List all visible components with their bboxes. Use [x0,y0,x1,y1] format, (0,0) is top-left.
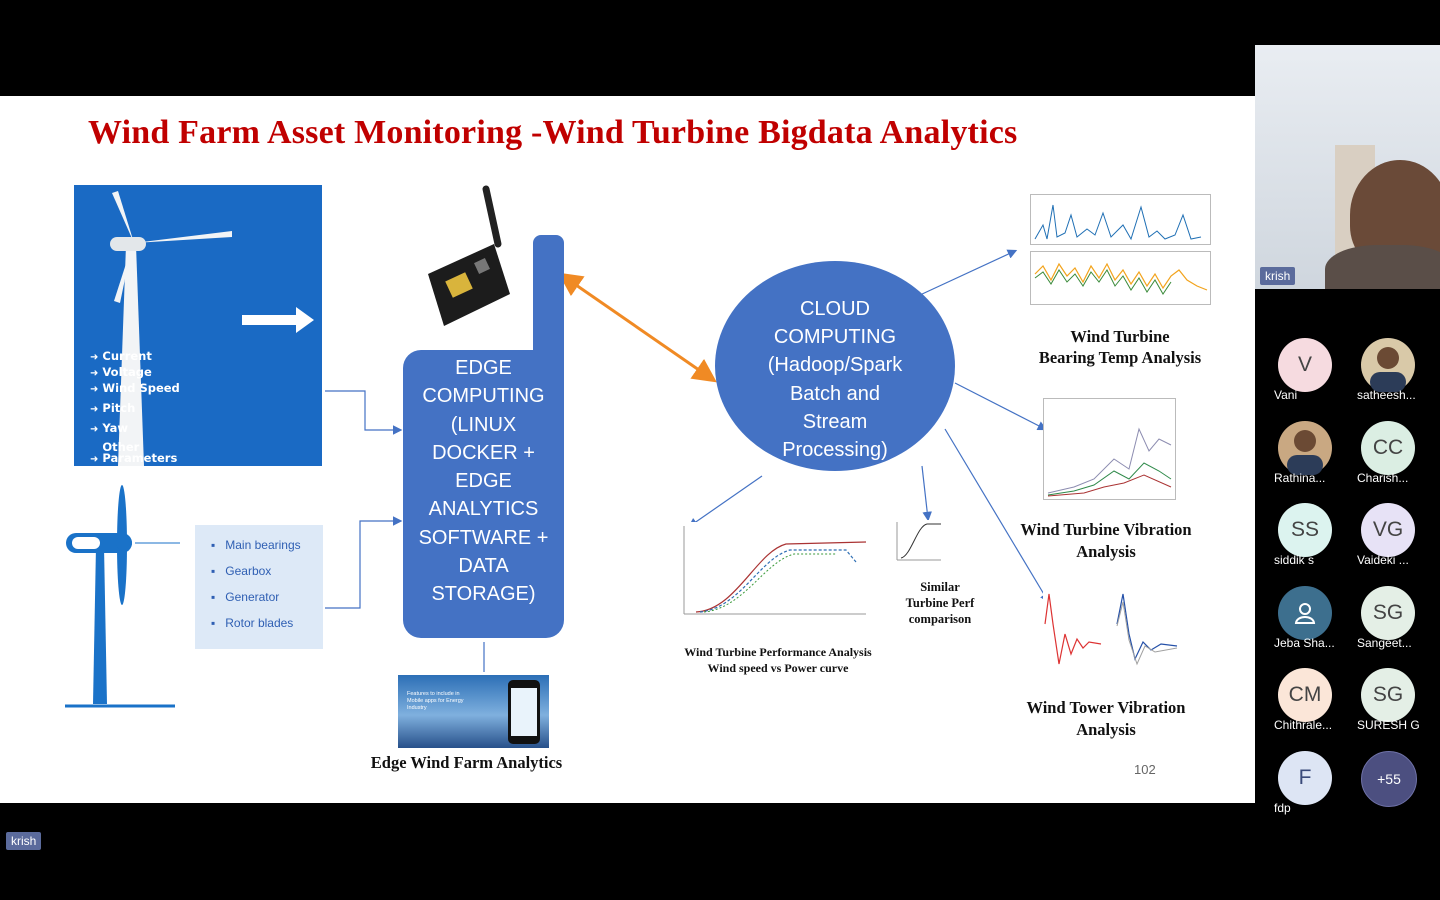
power-curve-chart [676,522,868,620]
participant-name: Jeba Sha... [1274,635,1335,650]
turbine-photo-panel [74,185,322,466]
component-item: ▪ Generator [211,590,280,604]
component-item: ▪ Gearbox [211,564,272,578]
edge-computing-text: EDGE COMPUTING (LINUX DOCKER + EDGE ANAL… [418,357,549,606]
mobile-app-image: Features to include in Mobile apps for E… [398,675,549,748]
participant-avatar: CM [1278,668,1332,722]
participant-photo [1370,347,1406,392]
person-icon [1294,602,1316,624]
similar-perf-chart [893,520,965,562]
participant-name: Charish... [1357,470,1409,485]
participant-name: fdp [1274,800,1291,815]
participant-tile[interactable]: Rathina... [1256,420,1356,503]
vibration-chart [1043,398,1176,500]
edge-analytics-caption: Edge Wind Farm Analytics [370,753,563,772]
phone-icon [508,680,540,744]
param-item: ➜Other Parameters [90,440,178,465]
participant-name: Vani [1274,388,1298,402]
participant-name: Rathina... [1274,470,1326,485]
param-item: ➜Wind Speed [90,381,180,395]
participant-avatar: CC [1361,420,1415,475]
speaker-name-tag: krish [6,832,42,850]
tower-vibration-chart-1 [1043,584,1103,674]
component-item: ▪ Main bearings [211,538,301,552]
participant-name: SURESH G [1357,718,1420,732]
participant-tile[interactable]: satheesh... [1339,338,1439,420]
more-count-badge: +55 [1361,750,1417,807]
participant-avatar: VG [1361,503,1415,557]
bearing-temp-chart-1 [1030,194,1211,245]
component-item: ▪ Rotor blades [211,616,294,630]
slide-page-number: 102 [1134,762,1156,777]
param-item: ➜Current [90,349,152,363]
tower-vibration-chart-2 [1115,584,1179,674]
participant-avatar: V [1278,338,1332,392]
cloud-computing-circle [715,261,955,471]
edge-device-image [428,185,510,326]
participant-name: Sangeet... [1357,635,1412,650]
component-list-box: ▪ Main bearings ▪ Gearbox ▪ Generator ▪ … [195,525,323,649]
bearing-temp-chart-2 [1030,251,1211,305]
participant-avatar [1361,338,1415,392]
participant-tile[interactable]: Jeba Sha... [1256,585,1356,668]
more-participants-button[interactable]: +55 [1339,750,1439,833]
param-item: ➜Pitch [90,401,136,415]
edge-computing-box [403,350,564,638]
turbine-parameter-list: ➜Current ➜Voltage ➜Wind Speed ➜Pitch ➜Ya… [90,348,202,465]
participant-avatar: SS [1278,503,1332,557]
slide-title: Wind Farm Asset Monitoring -Wind Turbine… [88,114,1018,151]
participant-avatar [1278,585,1332,640]
turbine-schematic [65,485,180,708]
diagram-connectors [325,249,1050,672]
param-item: ➜Yaw [90,421,129,435]
participant-photo [1287,429,1323,475]
arrow-right-icon [242,307,314,333]
participant-name: Chithrale... [1274,718,1333,732]
turbine-illustration [110,191,314,466]
participant-name: satheesh... [1357,388,1416,402]
presenter-video-tile[interactable]: krish [1255,45,1440,289]
cloud-computing-text: CLOUD COMPUTING (Hadoop/Spark Batch and … [767,298,903,462]
param-item: ➜Voltage [90,365,152,379]
participant-avatar [1278,420,1332,475]
participant-name: siddik s [1274,553,1315,567]
participant-avatar: F [1278,750,1332,805]
presenter-name-tag: krish [1260,267,1296,285]
participant-avatar: SG [1361,585,1415,640]
participant-name: Vaideki ... [1357,553,1409,567]
shared-slide: Wind Farm Asset Monitoring -Wind Turbine… [0,96,1255,803]
participant-avatar: SG [1361,668,1415,722]
